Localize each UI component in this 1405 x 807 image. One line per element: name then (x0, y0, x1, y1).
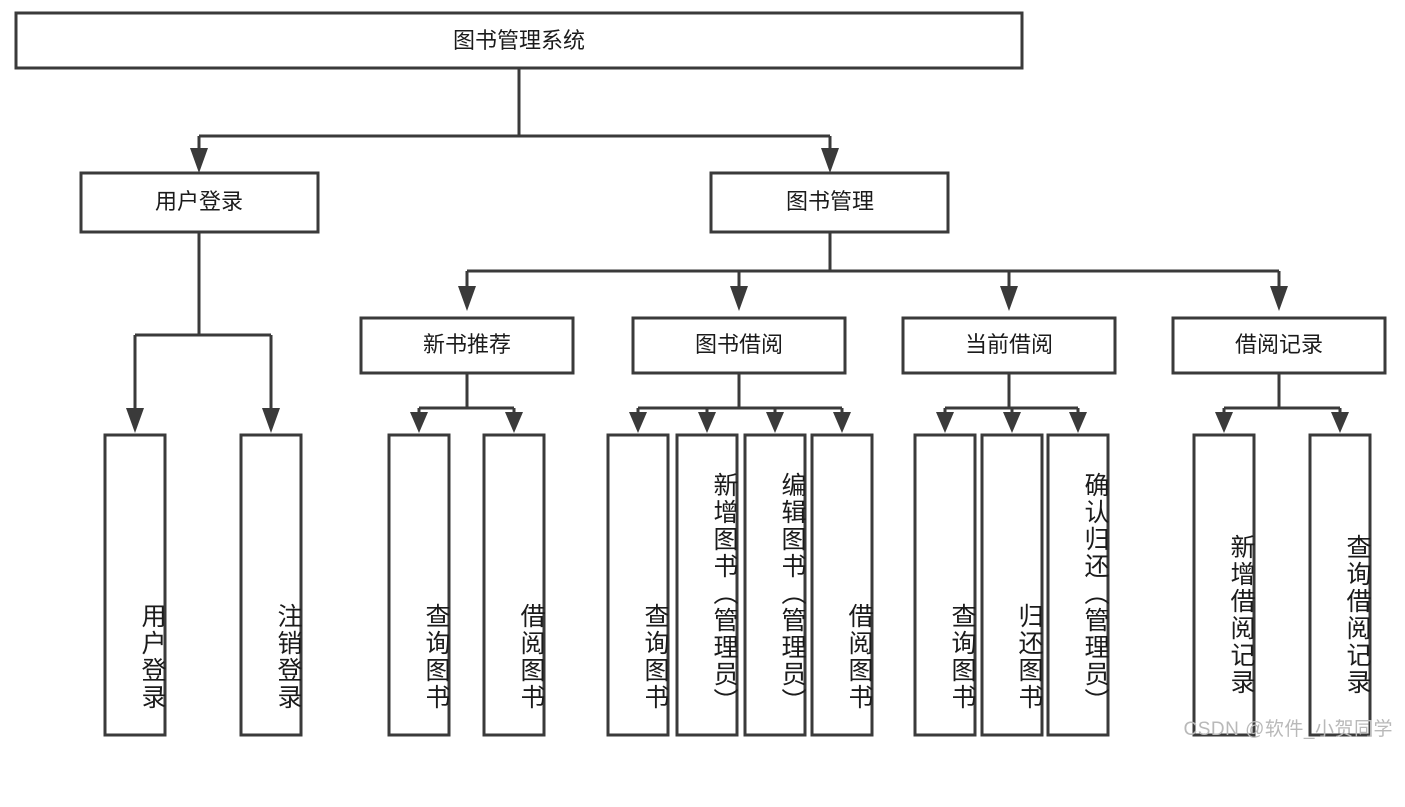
arrow-head-icon (505, 412, 523, 433)
arrow-head-icon (458, 286, 476, 311)
node-root[interactable]: 图书管理系统 (14, 11, 1024, 70)
leaf-rect-current-borrow-1[interactable] (980, 433, 1044, 737)
leaf-rect-new-book-0[interactable] (387, 433, 451, 737)
leaf-rect-user-login-0[interactable] (103, 433, 167, 737)
arrow-head-icon (766, 412, 784, 433)
arrow-head-icon (936, 412, 954, 433)
node-book-management-rect (709, 171, 950, 234)
arrow-head-icon (1069, 412, 1087, 433)
node-borrow-record-label: 借阅记录 (1235, 332, 1323, 357)
node-root-label: 图书管理系统 (453, 28, 585, 53)
tree-diagram-svg: 图书管理系统 用户登录 图书管理 (14, 11, 1387, 737)
leaf-rect-book-borrow-2[interactable] (743, 433, 807, 737)
diagram-canvas-root: 图书管理系统 用户登录 图书管理 (14, 11, 1393, 740)
connector-user-login-to-leaves (126, 232, 280, 433)
arrow-head-icon (629, 412, 647, 433)
node-user-login-label: 用户登录 (155, 189, 243, 214)
node-current-borrow-label: 当前借阅 (965, 332, 1053, 357)
leaf-rect-book-borrow-3[interactable] (810, 433, 874, 737)
arrow-head-icon (1270, 286, 1288, 311)
leaf-rect-current-borrow-0[interactable] (913, 433, 977, 737)
connector-book-borrow-to-leaves (629, 373, 851, 433)
node-new-book-recommend[interactable]: 新书推荐 (359, 316, 575, 375)
node-borrow-record-rect (1171, 316, 1387, 375)
node-book-management[interactable]: 图书管理 (709, 171, 950, 234)
arrow-head-icon (833, 412, 851, 433)
node-new-book-recommend-rect (359, 316, 575, 375)
leaf-rect-book-borrow-0[interactable] (606, 433, 670, 737)
leaf-rect-user-login-1[interactable] (239, 433, 303, 737)
arrow-head-icon (1000, 286, 1018, 311)
arrow-head-icon (1003, 412, 1021, 433)
leaf-rect-book-borrow-1[interactable] (675, 433, 739, 737)
arrow-head-icon (262, 408, 280, 433)
watermark-text: CSDN @软件_小贺同学 (1183, 719, 1393, 740)
arrow-head-icon (1331, 412, 1349, 433)
leaf-rect-borrow-record-0[interactable] (1192, 433, 1256, 737)
node-current-borrow-rect (901, 316, 1117, 375)
leaf-rect-current-borrow-2[interactable] (1046, 433, 1110, 737)
leaf-rect-borrow-record-1[interactable] (1308, 433, 1372, 737)
node-book-borrow[interactable]: 图书借阅 (631, 316, 847, 375)
node-user-login[interactable]: 用户登录 (79, 171, 320, 234)
arrow-head-icon (1215, 412, 1233, 433)
arrow-head-icon (730, 286, 748, 311)
node-borrow-record[interactable]: 借阅记录 (1171, 316, 1387, 375)
node-book-borrow-label: 图书借阅 (695, 332, 783, 357)
connector-current-borrow-to-leaves (936, 373, 1087, 433)
connector-root-to-level2 (190, 68, 839, 173)
node-book-borrow-rect (631, 316, 847, 375)
node-root-rect (14, 11, 1024, 70)
connector-book-management-to-level3 (458, 232, 1288, 311)
leaf-boxes-group (103, 433, 1372, 737)
arrow-head-icon (821, 148, 839, 173)
node-new-book-recommend-label: 新书推荐 (423, 332, 511, 357)
arrow-head-icon (126, 408, 144, 433)
arrow-head-icon (190, 148, 208, 173)
arrow-head-icon (410, 412, 428, 433)
arrow-head-icon (698, 412, 716, 433)
leaf-rect-new-book-1[interactable] (482, 433, 546, 737)
connector-new-book-to-leaves (410, 373, 523, 433)
connector-borrow-record-to-leaves (1215, 373, 1349, 433)
node-current-borrow[interactable]: 当前借阅 (901, 316, 1117, 375)
node-book-management-label: 图书管理 (786, 189, 874, 214)
